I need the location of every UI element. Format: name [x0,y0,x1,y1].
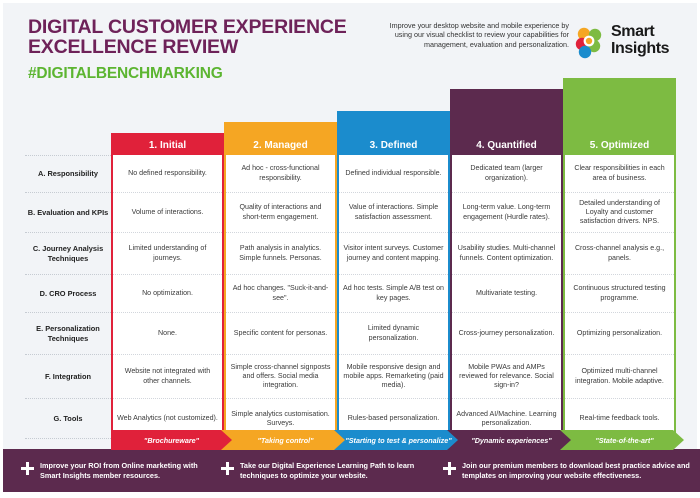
poster-footer: Improve your ROI from Online marketing w… [3,449,700,492]
cell-a1: No defined responsibility. [113,155,222,193]
cell-f5: Optimized multi-channel integration. Mob… [565,355,674,399]
cell-a4: Dedicated team (larger organization). [452,155,561,193]
cell-c2: Path analysis in analytics. Simple funne… [226,233,335,275]
poster-header: DIGITAL CUSTOMER EXPERIENCE EXCELLENCE R… [3,3,700,83]
column-body-5: Clear responsibilities in each area of b… [563,155,676,441]
footer-cta-label-1: Improve your ROI from Online marketing w… [40,461,198,480]
logo-text-line-2: Insights [611,39,670,57]
row-label-f: F. Integration [25,355,111,399]
plus-icon [221,462,234,475]
cell-e5: Optimizing personalization. [565,313,674,355]
cell-b2: Quality of interactions and short-term e… [226,193,335,233]
cell-d1: No optimization. [113,275,222,313]
plus-icon [21,462,34,475]
stage-banner-3: "Starting to test & personalize" [331,430,458,450]
cell-d4: Multivariate testing. [452,275,561,313]
cell-b1: Volume of interactions. [113,193,222,233]
cell-g5: Real-time feedback tools. [579,414,660,423]
cell-d3: Ad hoc tests. Simple A/B test on key pag… [339,275,448,313]
column-header-1[interactable]: 1. Initial [111,133,224,155]
cell-f3: Mobile responsive design and mobile apps… [339,355,448,399]
footer-cta-1[interactable]: Improve your ROI from Online marketing w… [21,461,217,480]
page-title-line-1: DIGITAL CUSTOMER EXPERIENCE [28,16,347,38]
row-label-b: B. Evaluation and KPIs [25,193,111,233]
footer-cta-label-2: Take our Digital Experience Learning Pat… [240,461,415,480]
footer-cta-2[interactable]: Take our Digital Experience Learning Pat… [221,461,417,480]
cell-f2: Simple cross-channel signposts and offer… [226,355,335,399]
row-label-a: A. Responsibility [25,155,111,193]
row-label-c: C. Journey Analysis Techniques [25,233,111,275]
cell-d5: Continuous structured testing programme. [565,275,674,313]
column-header-3[interactable]: 3. Defined [337,111,450,155]
title-block: DIGITAL CUSTOMER EXPERIENCE EXCELLENCE R… [28,17,378,83]
cell-c1: Limited understanding of journeys. [113,233,222,275]
cell-g4: Advanced AI/Machine. Learning personaliz… [456,409,557,427]
page-title-line-2: EXCELLENCE REVIEW [28,36,239,58]
smart-insights-logo-icon [575,27,602,59]
footer-cta-3[interactable]: Join our premium members to download bes… [443,461,691,480]
column-body-1: No defined responsibility.Volume of inte… [111,155,224,441]
row-label-d: D. CRO Process [25,275,111,313]
cell-f1: Website not integrated with other channe… [113,355,222,399]
stage-banner-2: "Taking control" [218,430,345,450]
cell-f4: Mobile PWAs and AMPs reviewed for releva… [452,355,561,399]
cell-c5: Cross-channel analysis e.g., panels. [565,233,674,275]
cell-b5: Detailed understanding of Loyalty and cu… [565,193,674,233]
cell-e3: Limited dynamic personalization. [339,313,448,355]
column-header-5[interactable]: 5. Optimized [563,78,676,155]
cell-b3: Value of interactions. Simple satisfacti… [339,193,448,233]
cell-e2: Specific content for personas. [226,313,335,355]
column-header-2[interactable]: 2. Managed [224,122,337,155]
cell-d2: Ad hoc changes. "Suck-it-and-see". [226,275,335,313]
column-header-4[interactable]: 4. Quantified [450,89,563,155]
cell-a3: Defined individual responsible. [339,155,448,193]
stage-banner-4: "Dynamic experiences" [444,430,571,450]
cell-c4: Usability studies. Multi-channel funnels… [452,233,561,275]
intro-text: Improve your desktop website and mobile … [389,21,569,49]
cell-a2: Ad hoc - cross-functional responsibility… [226,155,335,193]
logo-text: Smart Insights [611,23,670,57]
cell-e4: Cross-journey personalization. [452,313,561,355]
row-label-g: G. Tools [25,399,111,439]
brand-logo: Smart Insights [573,23,693,63]
logo-text-line-1: Smart [611,23,655,40]
cell-e1: None. [113,313,222,355]
hashtag: #DIGITALBENCHMARKING [28,65,223,82]
cell-g1: Web Analytics (not customized). [117,414,218,423]
footer-cta-label-3: Join our premium members to download bes… [462,461,690,480]
stage-banner-5: "State-of-the-art" [557,430,684,450]
row-label-e: E. Personalization Techniques [25,313,111,355]
column-body-3: Defined individual responsible.Value of … [337,155,450,441]
plus-icon [443,462,456,475]
column-body-2: Ad hoc - cross-functional responsibility… [224,155,337,441]
cell-g3: Rules-based personalization. [347,414,440,423]
cell-a5: Clear responsibilities in each area of b… [565,155,674,193]
cell-b4: Long-term value. Long-term engagement (H… [452,193,561,233]
column-body-4: Dedicated team (larger organization).Lon… [450,155,563,441]
cell-c3: Visitor intent surveys. Customer journey… [339,233,448,275]
stage-banner-1: "Brochureware" [111,430,232,450]
cell-g2: Simple analytics customisation. Surveys. [231,409,330,427]
